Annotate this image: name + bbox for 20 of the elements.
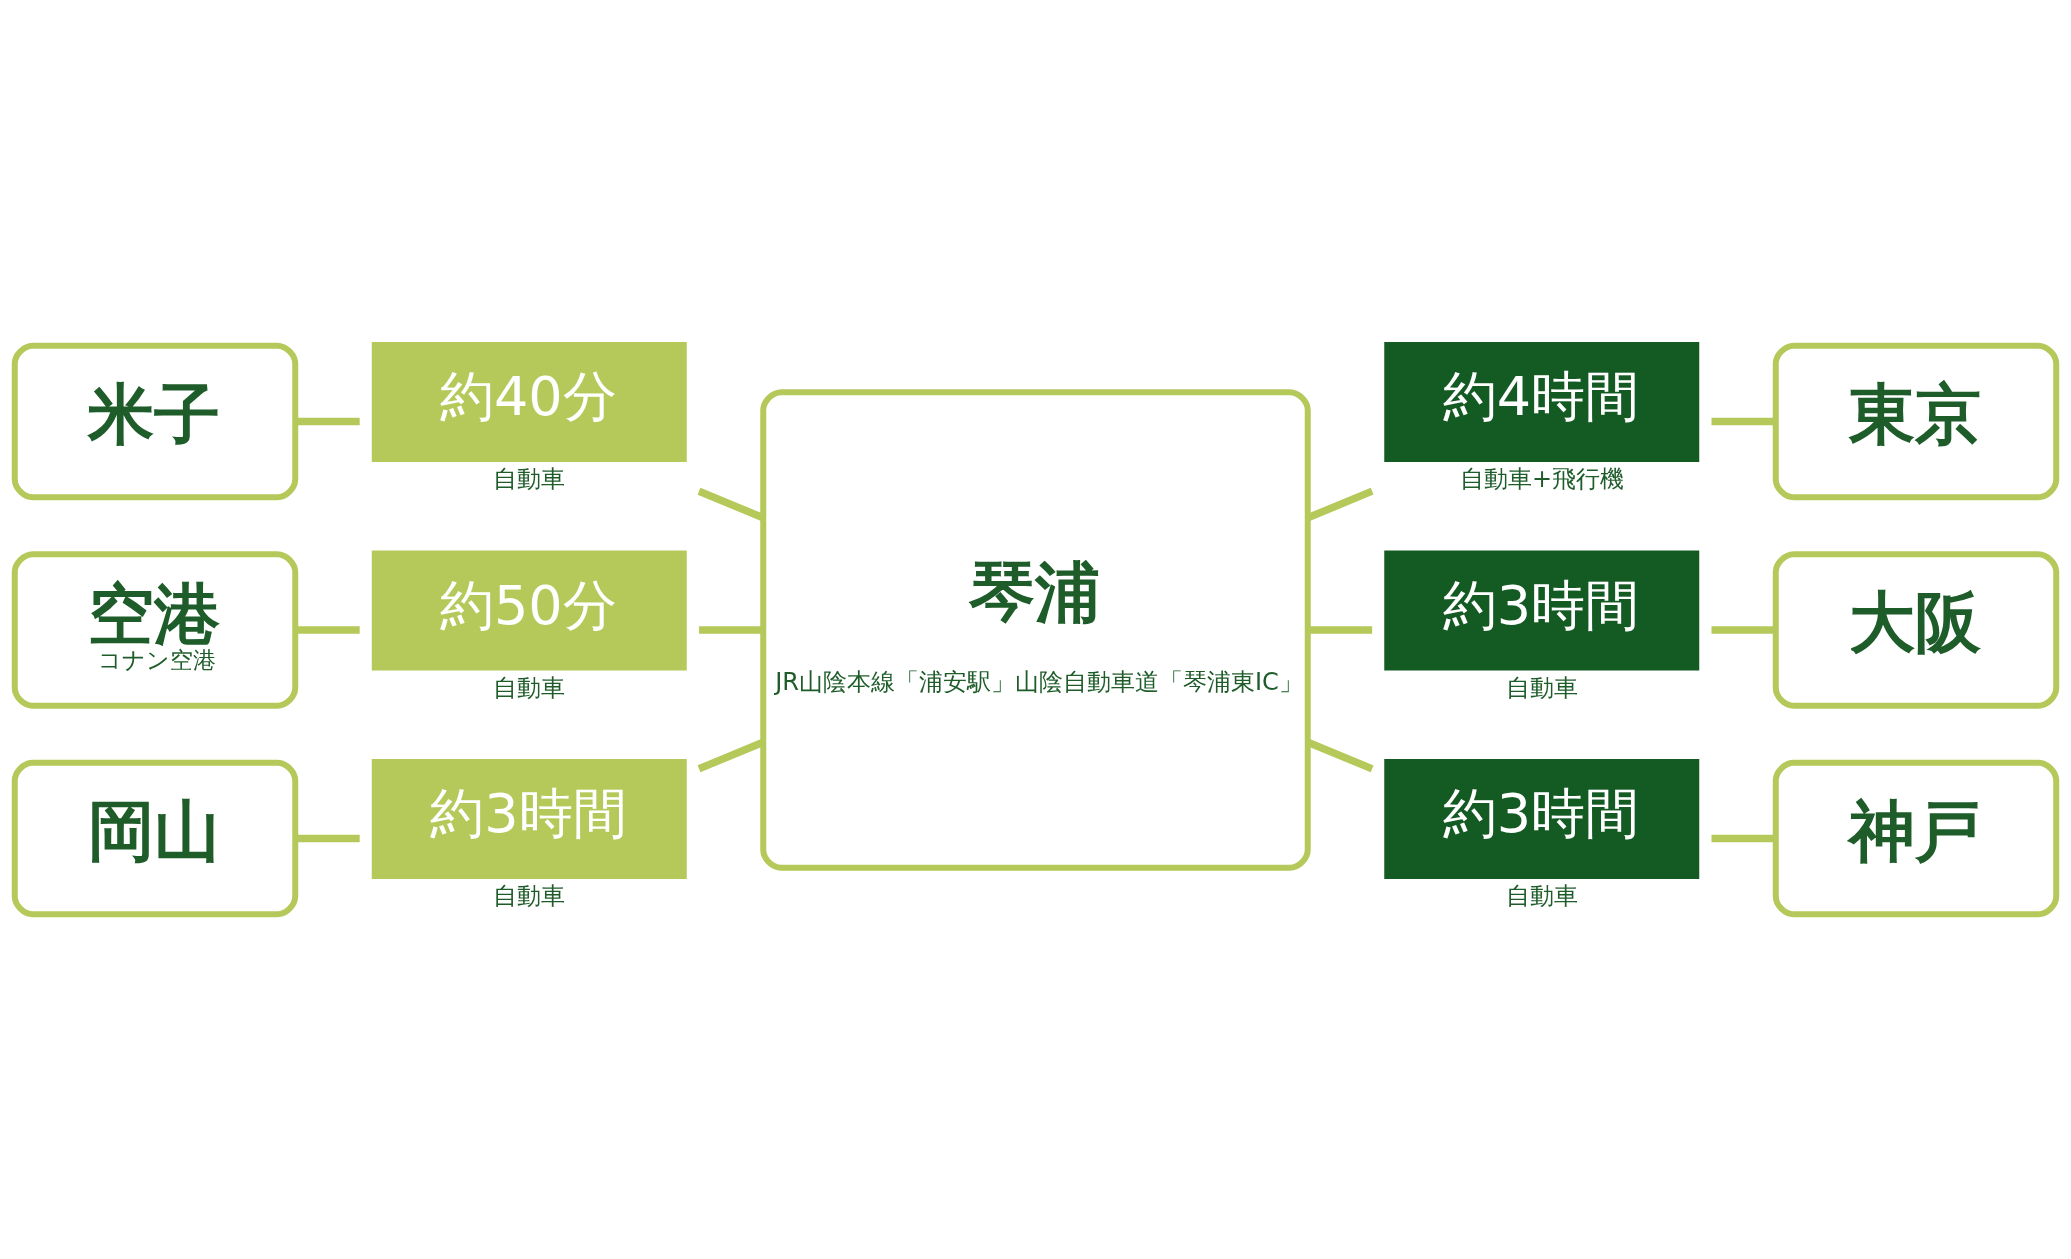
node-box: 大阪 (1772, 550, 2060, 709)
node-label: 自動車 (1505, 673, 1578, 702)
node-box: 約50分 (371, 550, 687, 670)
node-box: 米子 (11, 342, 299, 500)
node-label: 自動車 (493, 673, 566, 702)
node-label: 自動車 (493, 464, 566, 493)
connector (1307, 625, 1373, 634)
node-box: 約40分 (371, 341, 687, 462)
node-box: 約3時間 (1384, 550, 1700, 670)
node-box: 神戸 (1772, 759, 2060, 917)
node-box: 岡山 (11, 759, 299, 917)
node-box: 琴浦 JR山陰本線「浦安駅」山陰自動車道「琴浦東IC」 (760, 388, 1311, 871)
node-box: 空港 コナン空港 (11, 550, 299, 709)
node-label: 自動車 (493, 881, 566, 910)
node-label: 自動車 (1505, 881, 1578, 910)
node-box: 約3時間 (1384, 758, 1700, 879)
node-box: 東京 (1772, 342, 2060, 500)
node-label: 自動車+飛行機 (1460, 464, 1625, 493)
node-box: 約3時間 (371, 758, 687, 879)
node-box: 約4時間 (1384, 341, 1700, 462)
